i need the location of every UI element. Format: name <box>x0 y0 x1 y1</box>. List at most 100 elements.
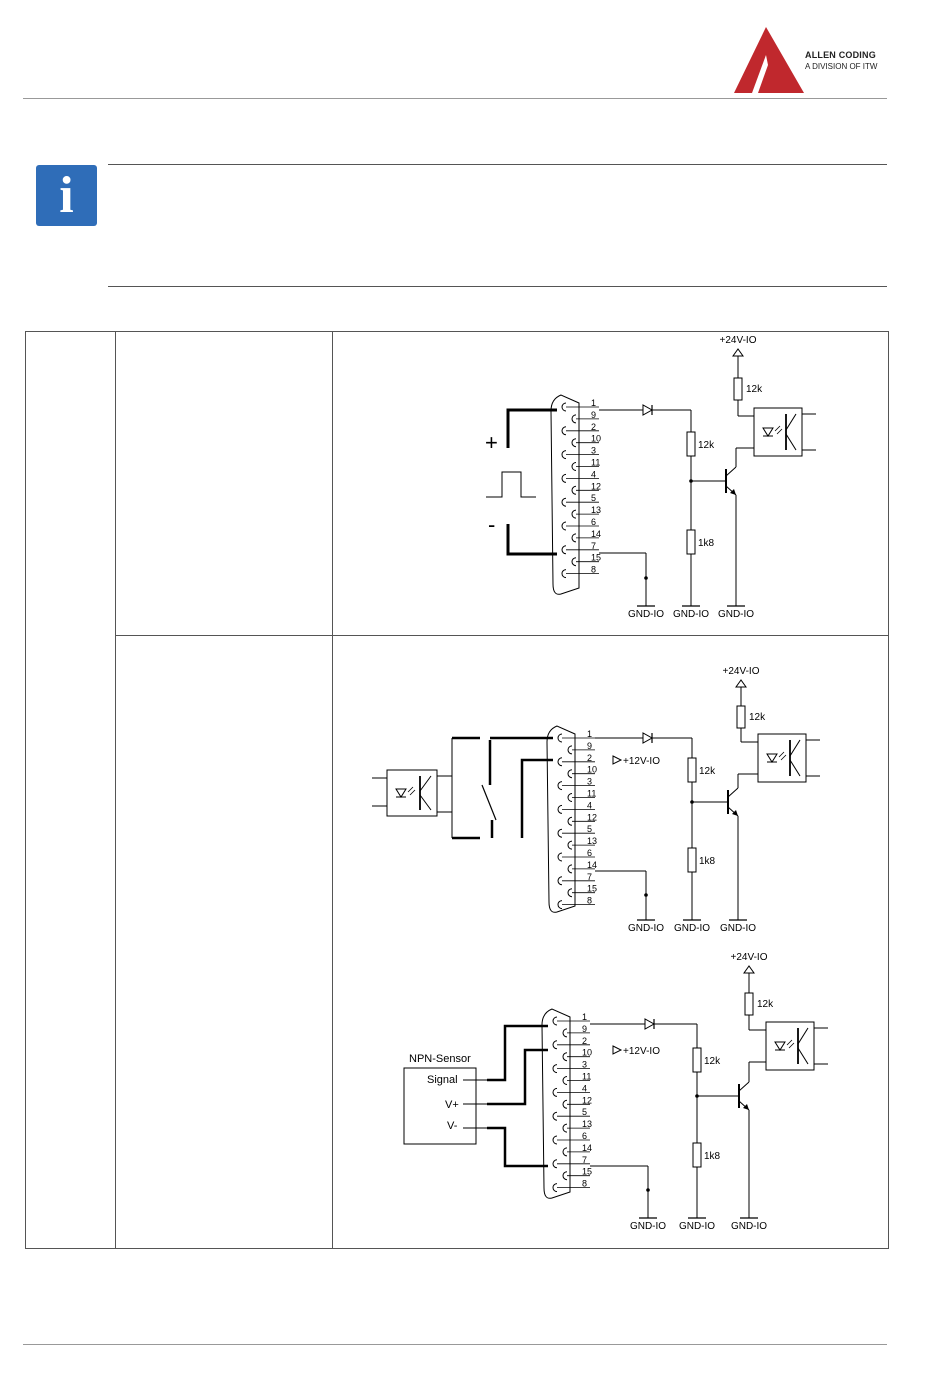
pin-number-14: 14 <box>591 529 601 539</box>
pin-socket <box>561 402 567 412</box>
pin-socket <box>561 450 567 460</box>
supply-arrow <box>732 348 744 357</box>
pin-number-15: 15 <box>582 1167 592 1177</box>
pin-socket <box>561 497 567 507</box>
input-wire-minus <box>506 524 557 556</box>
supply-label: +24V-IO <box>731 952 768 963</box>
vminus-wire <box>487 1126 548 1168</box>
pin-socket <box>561 426 567 436</box>
pin-socket <box>557 804 563 814</box>
transistor-collector <box>727 787 739 798</box>
transistor-arrow <box>732 810 738 816</box>
gnd-label: GND-IO <box>673 609 709 620</box>
pin-socket <box>571 533 577 543</box>
logo-triangle <box>734 27 804 93</box>
pin-number-4: 4 <box>582 1083 587 1093</box>
diagram-pulse-input: 19210311412513614715812k1k8+24V-IO12kGND… <box>485 335 816 620</box>
pin-number-5: 5 <box>587 824 592 834</box>
company-logo <box>734 27 804 93</box>
sensor-signal-label: Signal <box>427 1074 458 1086</box>
led-triangle <box>766 753 778 763</box>
gnd-label: GND-IO <box>720 923 756 934</box>
gnd-label: GND-IO <box>718 609 754 620</box>
phototransistor-lead <box>785 413 797 431</box>
pin-number-6: 6 <box>582 1131 587 1141</box>
resistor-12k-top <box>733 377 743 401</box>
diode-triangle <box>642 404 654 416</box>
sensor-vminus-label: V- <box>447 1120 458 1132</box>
pin-number-14: 14 <box>582 1143 592 1153</box>
pin-socket <box>557 757 563 767</box>
transistor-collector <box>738 1081 750 1092</box>
pin-number-4: 4 <box>587 800 592 810</box>
pin-socket <box>552 1087 558 1097</box>
light-ray <box>778 751 785 758</box>
phototransistor-lead <box>785 433 797 451</box>
input-wire <box>520 758 553 838</box>
pin-socket <box>562 1052 568 1062</box>
gnd-label: GND-IO <box>731 1221 767 1232</box>
pin-number-9: 9 <box>587 741 592 751</box>
pin-socket <box>552 1040 558 1050</box>
table-col-divider-1 <box>115 331 116 1249</box>
led-triangle <box>395 788 407 798</box>
sensor-vplus-label: V+ <box>445 1099 459 1111</box>
resistor-1k8 <box>687 847 697 873</box>
junction-dot <box>646 1188 650 1192</box>
resistor-mid-label: 12k <box>699 766 716 777</box>
v12-label: +12V-IO <box>623 1046 660 1057</box>
light-ray <box>780 754 787 761</box>
wiring-table <box>25 331 889 1249</box>
gnd-label: GND-IO <box>628 609 664 620</box>
led-triangle <box>774 1041 786 1051</box>
pin-number-10: 10 <box>587 765 597 775</box>
resistor-12k-mid <box>686 431 696 457</box>
pin-number-5: 5 <box>582 1107 587 1117</box>
pin-number-15: 15 <box>591 553 601 563</box>
pin-socket <box>567 864 573 874</box>
vplus-wire <box>487 1048 548 1106</box>
junction-dot <box>644 576 648 580</box>
pulse-waveform <box>486 471 536 498</box>
diode-triangle <box>642 732 654 744</box>
phototransistor-lead <box>419 775 432 792</box>
resistor-1k8 <box>692 1142 702 1168</box>
signal-wire <box>487 1024 548 1082</box>
transistor-arrow <box>743 1104 749 1110</box>
footer-rule <box>23 1344 887 1345</box>
table-row-divider <box>115 635 889 636</box>
pin-socket <box>552 1111 558 1121</box>
resistor-low-label: 1k8 <box>699 856 716 867</box>
resistor-low-label: 1k8 <box>698 538 715 549</box>
pin-socket <box>552 1016 558 1026</box>
npn-sensor-title: NPN-Sensor <box>409 1053 471 1065</box>
switch-contact <box>481 784 497 821</box>
logo-triangle-cut <box>752 55 768 93</box>
pin-socket <box>557 876 563 886</box>
led-triangle <box>762 427 774 437</box>
transistor-arrow <box>730 489 736 495</box>
pin-socket <box>567 769 573 779</box>
pin-socket <box>552 1183 558 1193</box>
v12-arrow <box>612 755 623 765</box>
pin-number-12: 12 <box>591 481 601 491</box>
resistor-top-label: 12k <box>746 384 763 395</box>
pin-socket <box>571 438 577 448</box>
pin-socket <box>552 1135 558 1145</box>
transistor-collector <box>725 466 737 477</box>
pin-socket <box>562 1028 568 1038</box>
supply-label: +24V-IO <box>723 666 760 677</box>
gnd-label: GND-IO <box>674 923 710 934</box>
phototransistor-lead <box>789 759 801 777</box>
pin-number-8: 8 <box>582 1179 587 1189</box>
pin-number-2: 2 <box>582 1036 587 1046</box>
gnd-label: GND-IO <box>630 1221 666 1232</box>
pin-number-1: 1 <box>587 729 592 739</box>
phototransistor-lead <box>789 739 801 757</box>
gnd-label: GND-IO <box>679 1221 715 1232</box>
pin-number-11: 11 <box>591 458 600 468</box>
pin-number-13: 13 <box>591 505 601 515</box>
pin-socket <box>562 1099 568 1109</box>
logo-subtitle: A DIVISION OF ITW <box>805 62 878 71</box>
pin-socket <box>571 414 577 424</box>
